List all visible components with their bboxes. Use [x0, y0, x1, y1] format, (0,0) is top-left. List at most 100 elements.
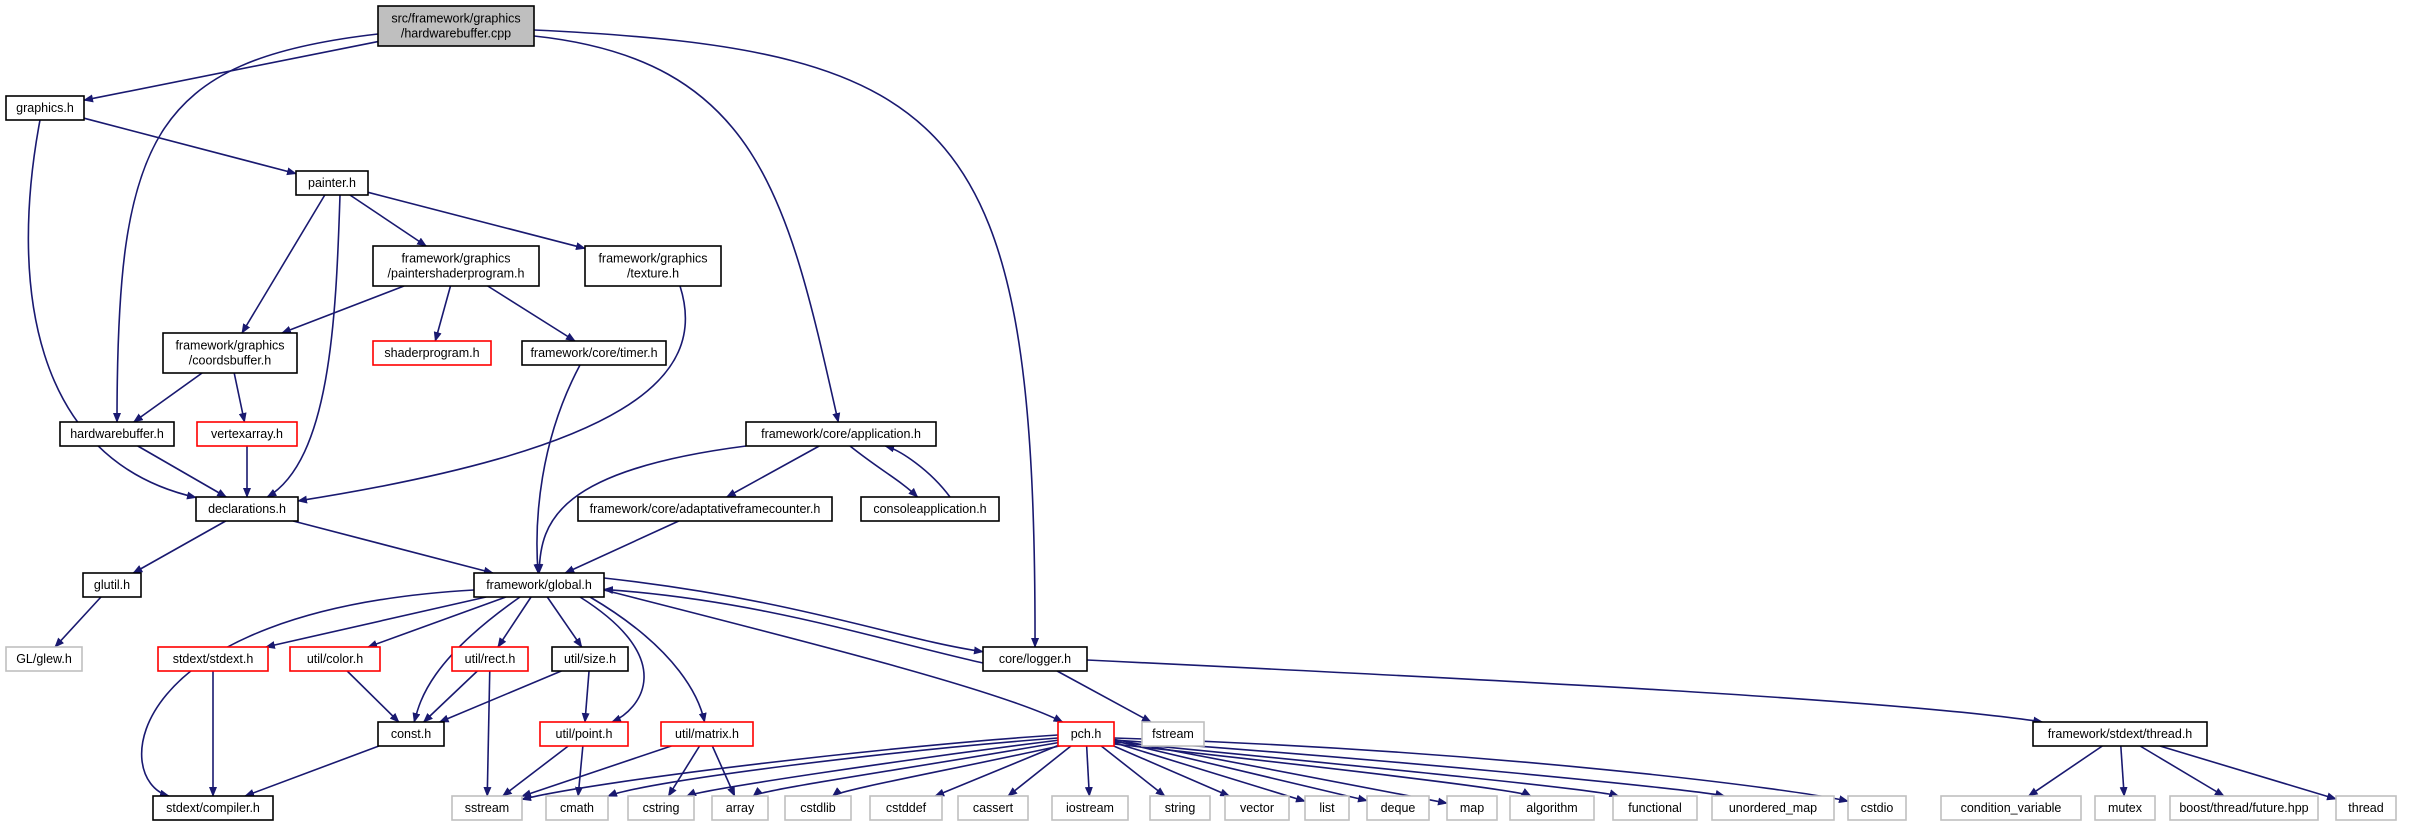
node-label: framework/global.h — [486, 578, 592, 592]
node-box — [1057, 721, 1115, 747]
node-label: /texture.h — [627, 267, 679, 281]
node-box — [5, 95, 85, 121]
node-array[interactable]: array — [711, 795, 769, 821]
node-vertexarray-h[interactable]: vertexarray.h — [196, 421, 298, 447]
node-color-h[interactable]: util/color.h — [289, 646, 381, 672]
node-fstream[interactable]: fstream — [1141, 721, 1205, 747]
edge-graphics_h-to-painter_h — [83, 117, 297, 176]
edge-matrix_h-to-cstring — [667, 745, 701, 797]
node-deque[interactable]: deque — [1366, 795, 1430, 821]
node-logger-h[interactable]: core/logger.h — [982, 646, 1088, 672]
node-size-h[interactable]: util/size.h — [551, 646, 629, 672]
node-application-h[interactable]: framework/core/application.h — [745, 421, 937, 447]
node-paintershaderprogram-h[interactable]: framework/graphics/paintershaderprogram.… — [372, 245, 540, 287]
node-cmath[interactable]: cmath — [545, 795, 609, 821]
node-global-h[interactable]: framework/global.h — [473, 572, 605, 598]
node-timer-h[interactable]: framework/core/timer.h — [521, 340, 667, 366]
edge-global_h-to-logger_h — [603, 577, 984, 655]
node-label: cmath — [560, 801, 594, 815]
node-glutil-h[interactable]: glutil.h — [82, 572, 142, 598]
node-texture-h[interactable]: framework/graphics/texture.h — [584, 245, 722, 287]
node-box — [982, 646, 1088, 672]
edge-pch_h-to-array — [752, 741, 1063, 797]
node-box — [1149, 795, 1211, 821]
node-future-hpp[interactable]: boost/thread/future.hpp — [2169, 795, 2319, 821]
node-mutex[interactable]: mutex — [2094, 795, 2156, 821]
edge-global_h-to-const_h — [412, 596, 521, 723]
node-vector[interactable]: vector — [1224, 795, 1290, 821]
node-root[interactable]: src/framework/graphics/hardwarebuffer.cp… — [377, 5, 535, 47]
node-iostream[interactable]: iostream — [1051, 795, 1129, 821]
node-box — [451, 795, 523, 821]
node-box — [1224, 795, 1290, 821]
node-cstdlib[interactable]: cstdlib — [784, 795, 852, 821]
node-pch-h[interactable]: pch.h — [1057, 721, 1115, 747]
node-layer: src/framework/graphics/hardwarebuffer.cp… — [5, 5, 2397, 821]
edge-global_h-to-stdext_h — [264, 596, 487, 649]
node-const-h[interactable]: const.h — [377, 721, 445, 747]
node-label: string — [1165, 801, 1196, 815]
edge-pch_h-to-cstdlib — [831, 744, 1065, 797]
node-matrix-h[interactable]: util/matrix.h — [660, 721, 754, 747]
node-graphics-h[interactable]: graphics.h — [5, 95, 85, 121]
node-label: thread — [2348, 801, 2383, 815]
node-box — [711, 795, 769, 821]
edge-pch_h-to-cstring — [686, 739, 1061, 797]
node-label: framework/core/timer.h — [530, 346, 657, 360]
edge-logger_h-to-thread_h — [1086, 659, 2044, 725]
node-stdext-h[interactable]: stdext/stdext.h — [157, 646, 269, 672]
node-box — [195, 496, 299, 522]
node-box — [860, 496, 1000, 522]
edge-timer_h-to-global_h — [533, 364, 581, 574]
node-list[interactable]: list — [1304, 795, 1350, 821]
node-box — [745, 421, 937, 447]
edge-declarations_h-to-global_h — [292, 520, 494, 575]
node-box — [551, 646, 629, 672]
node-rect-h[interactable]: util/rect.h — [451, 646, 529, 672]
node-box — [521, 340, 667, 366]
node-box — [451, 646, 529, 672]
node-cstring[interactable]: cstring — [627, 795, 695, 821]
node-label: array — [726, 801, 755, 815]
node-adaptativeframecounter-h[interactable]: framework/core/adaptativeframecounter.h — [577, 496, 833, 522]
node-map[interactable]: map — [1446, 795, 1498, 821]
node-cstdio[interactable]: cstdio — [1847, 795, 1907, 821]
node-label: iostream — [1066, 801, 1114, 815]
edge-painter_h-to-texture_h — [367, 191, 586, 251]
node-label: /hardwarebuffer.cpp — [401, 27, 511, 41]
node-painter-h[interactable]: painter.h — [295, 170, 369, 196]
node-thread-h[interactable]: framework/stdext/thread.h — [2032, 721, 2208, 747]
node-label: stdext/compiler.h — [166, 801, 260, 815]
node-declarations-h[interactable]: declarations.h — [195, 496, 299, 522]
node-glew-h[interactable]: GL/glew.h — [5, 646, 83, 672]
node-functional[interactable]: functional — [1612, 795, 1698, 821]
node-condition-variable[interactable]: condition_variable — [1940, 795, 2082, 821]
node-box — [82, 572, 142, 598]
node-point-h[interactable]: util/point.h — [539, 721, 629, 747]
node-label: consoleapplication.h — [873, 502, 986, 516]
node-hardwarebuffer-h[interactable]: hardwarebuffer.h — [59, 421, 175, 447]
node-thread[interactable]: thread — [2335, 795, 2397, 821]
node-coordsbuffer-h[interactable]: framework/graphics/coordsbuffer.h — [162, 332, 298, 374]
node-cassert[interactable]: cassert — [957, 795, 1029, 821]
edge-application_h-to-adaptativeframecounter_h — [725, 445, 820, 498]
node-box — [545, 795, 609, 821]
node-compiler-h[interactable]: stdext/compiler.h — [152, 795, 274, 821]
edge-global_h-to-size_h — [546, 596, 583, 648]
node-shaderprogram-h[interactable]: shaderprogram.h — [372, 340, 492, 366]
node-algorithm[interactable]: algorithm — [1509, 795, 1595, 821]
node-cstddef[interactable]: cstddef — [869, 795, 943, 821]
node-label: framework/stdext/thread.h — [2048, 727, 2193, 741]
edge-global_h-to-rect_h — [497, 596, 532, 648]
node-box — [196, 421, 298, 447]
node-label: graphics.h — [16, 101, 74, 115]
node-sstream[interactable]: sstream — [451, 795, 523, 821]
node-unordered-map[interactable]: unordered_map — [1711, 795, 1835, 821]
node-box — [289, 646, 381, 672]
node-string[interactable]: string — [1149, 795, 1211, 821]
node-label: /coordsbuffer.h — [189, 354, 272, 368]
node-box — [377, 721, 445, 747]
node-consoleapplication-h[interactable]: consoleapplication.h — [860, 496, 1000, 522]
edge-graphics_h-to-declarations_h — [27, 119, 197, 500]
